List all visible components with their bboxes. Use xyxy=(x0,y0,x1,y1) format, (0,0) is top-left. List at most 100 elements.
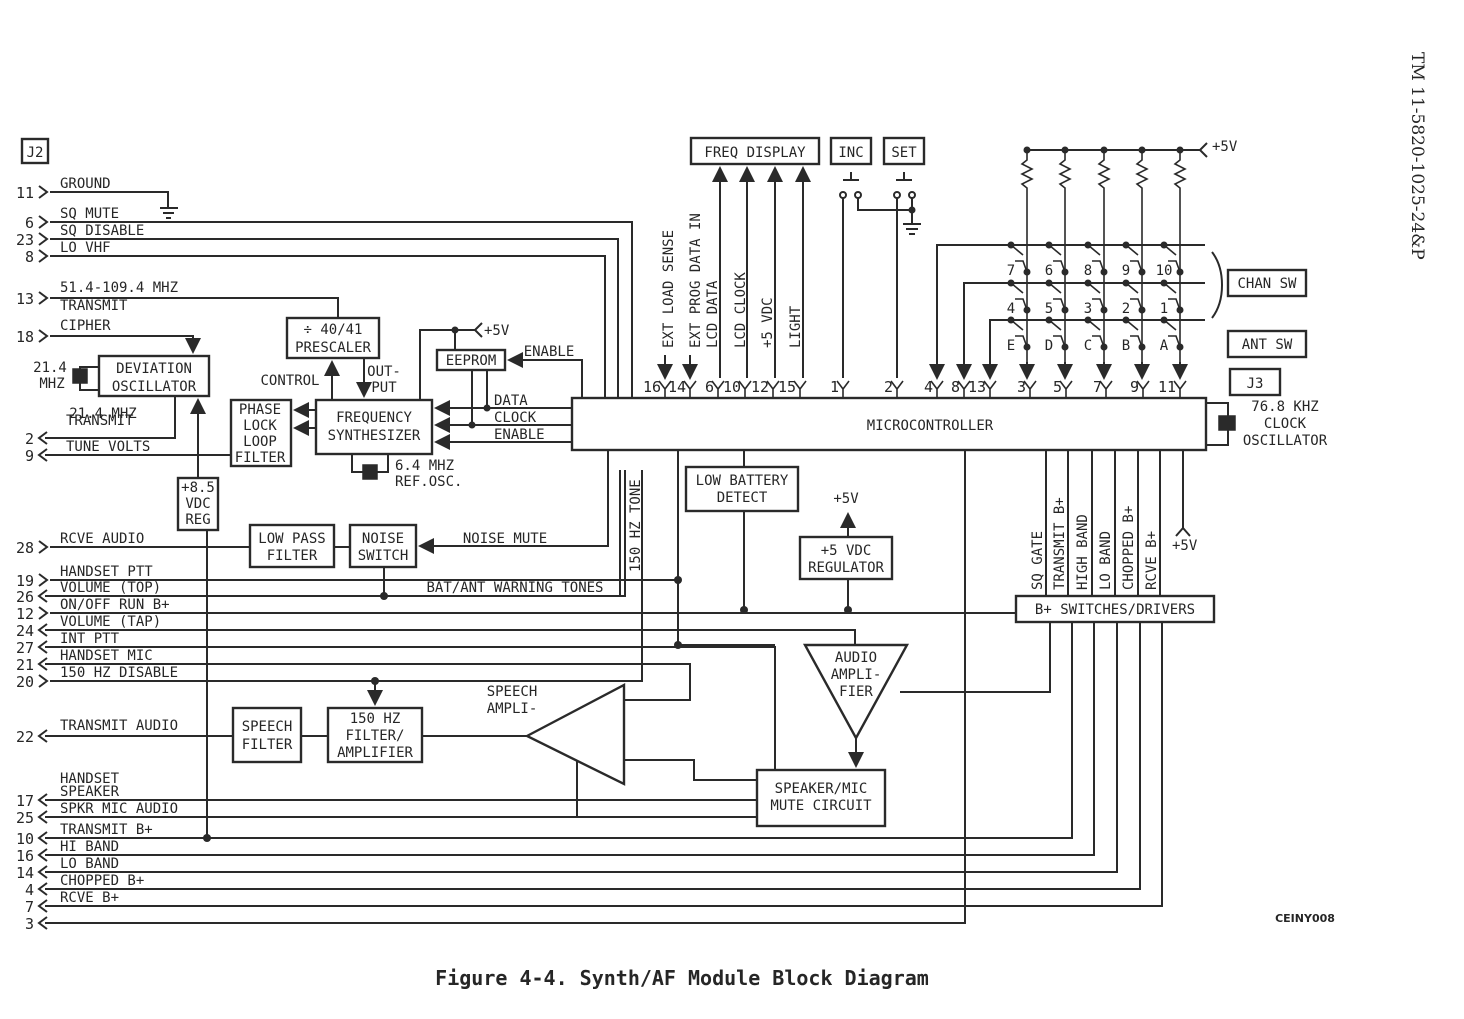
mcu-pin-chevron-icon xyxy=(793,380,807,398)
switch-key-label: 4 xyxy=(1007,301,1015,317)
key-switch-icon xyxy=(1048,244,1062,256)
speech-amp-line2: AMPLI- xyxy=(487,701,538,717)
j2-pin-number: 9 xyxy=(25,447,34,465)
switch-key-label: E xyxy=(1007,338,1015,354)
mcu-pin-number: 8 xyxy=(951,378,960,396)
switch-key-label: 7 xyxy=(1007,263,1015,279)
j2-pin-number: 6 xyxy=(25,214,34,232)
pll-line4: FILTER xyxy=(235,450,286,466)
phase-lock-loop-filter-block xyxy=(229,398,293,468)
pll-line1: PHASE xyxy=(239,402,281,418)
switch-key-label: A xyxy=(1160,338,1169,354)
low-battery-line1: LOW BATTERY xyxy=(696,473,789,489)
ext-load-sense-label: EXT LOAD SENSE xyxy=(661,230,677,348)
mcu-pin-number: 16 xyxy=(643,378,661,396)
key-switch-icon xyxy=(1163,244,1177,256)
mcu-pin-number: 4 xyxy=(924,378,933,396)
pin-in-chevron-icon xyxy=(38,674,49,688)
j2-signal-label: 51.4-109.4 MHZ xyxy=(60,280,178,296)
matrix-5v-label: +5V xyxy=(1212,139,1238,155)
bat-ant-tones-label: BAT/ANT WARNING TONES xyxy=(426,580,603,596)
j2-pin-number: 2 xyxy=(25,430,34,448)
j2-pin-number: 3 xyxy=(25,915,34,933)
j2-pin-number: 26 xyxy=(16,588,34,606)
noise-mute-label: NOISE MUTE xyxy=(463,531,547,547)
ant-sw-label: ANT SW xyxy=(1242,337,1293,353)
pullup-resistor-icon xyxy=(1058,150,1072,378)
pin-out-chevron-icon xyxy=(37,793,48,807)
noise-switch-block xyxy=(348,523,418,569)
pin-out-chevron-icon xyxy=(37,448,48,462)
reg-5v-label: +5V xyxy=(833,491,859,507)
label-21-4-mhz: 21.4 MHZ xyxy=(69,406,136,422)
pin-in-chevron-icon xyxy=(38,606,49,620)
lcd-clock-label: LCD CLOCK xyxy=(733,272,749,348)
j2-pin-number: 21 xyxy=(16,656,34,674)
deviation-oscillator-line1: DEVIATION xyxy=(116,361,192,377)
j2-signal-label: VOLUME (TOP) xyxy=(60,580,161,596)
prescaler-block xyxy=(285,316,381,360)
j2-pin-number: 24 xyxy=(16,622,34,640)
hz150-line3: AMPLIFIER xyxy=(337,745,413,761)
frequency-synthesizer-block xyxy=(314,398,434,456)
inc-label: INC xyxy=(838,145,863,161)
key-switch-icon xyxy=(1087,282,1101,294)
j2-pin-number: 4 xyxy=(25,881,34,899)
j2-connector-box xyxy=(20,137,50,165)
freq-display-label: FREQ DISPLAY xyxy=(704,145,806,161)
key-switch-icon xyxy=(1010,282,1024,294)
switch-key-label: 8 xyxy=(1084,263,1092,279)
ref-osc-freq: 6.4 MHZ xyxy=(395,458,454,474)
spk-mute-line2: MUTE CIRCUIT xyxy=(770,798,872,814)
b-switches-label: B+ SWITCHES/DRIVERS xyxy=(1035,602,1195,618)
eeprom-5v-label: +5V xyxy=(484,323,510,339)
mcu-pin-chevron-icon xyxy=(1023,380,1037,398)
freq-display-block xyxy=(689,136,821,166)
freq-synth-line1: FREQUENCY xyxy=(336,410,412,426)
mcu-pin-chevron-icon xyxy=(766,380,780,398)
deviation-oscillator-block xyxy=(97,354,211,398)
ref-osc-label: REF.OSC. xyxy=(395,474,462,490)
eeprom-enable-label: ENABLE xyxy=(524,344,575,360)
pll-line2: LOCK xyxy=(243,418,277,434)
speech-filter-line1: SPEECH xyxy=(242,719,293,735)
j2-signal-label: TRANSMIT xyxy=(60,298,128,314)
key-switch-icon xyxy=(1010,319,1024,331)
lcd-data-label: LCD DATA xyxy=(705,280,721,348)
inc-button-block xyxy=(829,136,873,166)
mcu-pin-chevron-icon xyxy=(1059,380,1073,398)
mcu-5v-label: +5V xyxy=(1172,538,1198,554)
switch-key-label: C xyxy=(1084,338,1092,354)
j2-signal-label: TRANSMIT B+ xyxy=(60,822,153,838)
j2-signal-label: RCVE AUDIO xyxy=(60,531,144,547)
pullup-resistor-icon xyxy=(1097,150,1111,378)
audio-amp-line2: AMPLI- xyxy=(831,667,882,683)
j2-pin-number: 13 xyxy=(16,290,34,308)
switch-key-label: 9 xyxy=(1122,263,1130,279)
j2-signal-label: SPEAKER xyxy=(60,784,120,800)
pullup-resistor-icon xyxy=(1135,150,1149,378)
j2-pin-number: 25 xyxy=(16,809,34,827)
mcu-pin-number: 7 xyxy=(1093,378,1102,396)
mcu-pin-chevron-icon xyxy=(1136,380,1150,398)
pin-in-chevron-icon xyxy=(38,249,49,263)
j2-signal-label: GROUND xyxy=(60,176,111,192)
switch-key-label: 5 xyxy=(1045,301,1053,317)
mcu-pin-chevron-icon xyxy=(738,380,752,398)
j2-pin-number: 12 xyxy=(16,605,34,623)
pin-in-chevron-icon xyxy=(38,185,49,199)
key-switch-icon xyxy=(1048,282,1062,294)
key-switch-icon xyxy=(1125,282,1139,294)
pin-out-chevron-icon xyxy=(37,810,48,824)
mcu-pin-chevron-icon xyxy=(658,380,672,398)
output-label-1: OUT- xyxy=(367,364,401,380)
rcve-b-label: RCVE B+ xyxy=(1144,531,1160,590)
pin-out-chevron-icon xyxy=(37,899,48,913)
pullup-resistor-icon xyxy=(1173,150,1187,378)
speech-amplifier-triangle xyxy=(524,683,626,786)
j2-signal-label: ON/OFF RUN B+ xyxy=(60,597,170,613)
key-switch-icon xyxy=(1163,282,1177,294)
pin-out-chevron-icon xyxy=(37,657,48,671)
j2-signal-label: HI BAND xyxy=(60,839,119,855)
